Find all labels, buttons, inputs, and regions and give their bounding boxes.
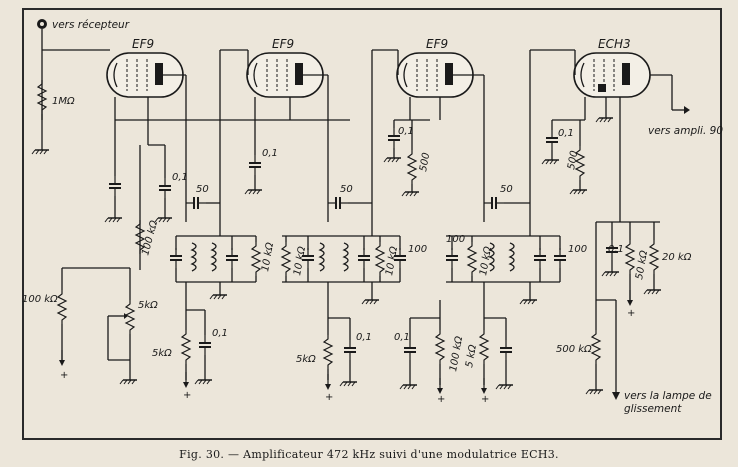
tube-label-4: ECH3: [598, 37, 631, 51]
label-r20k: 20 kΩ: [662, 252, 692, 263]
label-r10kc: 10 kΩ: [384, 245, 400, 276]
lamp-note-2: glissement: [624, 403, 682, 415]
tube-ef9-2: EF9 0,1: [219, 37, 329, 222]
coupling-stage-3: 50 100 10 kΩ 100: [445, 184, 587, 405]
svg-text:+: +: [437, 394, 445, 405]
label-c01a: 0,1: [172, 172, 188, 183]
label-r100kc: 100 kΩ: [448, 335, 465, 372]
label-r500k: 500 kΩ: [556, 344, 592, 355]
tube-ech3: ECH3 vers ampli. 90 0,1 500: [529, 37, 723, 300]
label-r5ka: 5kΩ: [138, 300, 158, 311]
label-c01b: 0,1: [212, 328, 228, 339]
label-c100b: 100: [446, 234, 465, 245]
tube-label-1: EF9: [132, 37, 154, 51]
ech3-bias-network: 0,1 + 50 kΩ 20 kΩ 500 kΩ vers la lampe d…: [556, 221, 712, 415]
gain-control-network: + 100 kΩ 5kΩ: [22, 267, 158, 385]
label-r500a: 500: [418, 152, 432, 173]
tube-ef9-3: EF9 0,1 500: [371, 37, 485, 222]
label-c01g: 0,1: [558, 128, 574, 139]
label-c01f: 0,1: [394, 332, 410, 343]
label-c50c: 50: [500, 184, 513, 195]
label-c100c: 100: [568, 244, 587, 255]
tube-label-3: EF9: [426, 37, 448, 51]
figure-caption: Fig. 30. — Amplificateur 472 kHz suivi d…: [179, 448, 559, 461]
label-c01d: 0,1: [356, 332, 372, 343]
label-r100ka: 100 kΩ: [140, 219, 160, 257]
label-r100kb: 100 kΩ: [22, 294, 58, 305]
bias-stage-3: 0,1 + 100 kΩ: [394, 300, 465, 405]
input-note: vers récepteur: [52, 19, 130, 31]
input-terminal: vers récepteur 1MΩ: [31, 19, 130, 155]
svg-text:+: +: [627, 308, 635, 319]
label-r5kb: 5kΩ: [152, 348, 172, 359]
coupling-stage-1: 50 10 kΩ + 5kΩ: [152, 184, 276, 401]
label-r50k: 50 kΩ: [634, 249, 650, 280]
label-r5kd: 5 kΩ: [464, 344, 479, 369]
label-r10kb: 10 kΩ: [292, 245, 308, 276]
label-r10kd: 10 kΩ: [478, 245, 494, 276]
output-note: vers ampli. 90: [648, 125, 723, 137]
svg-text:+: +: [183, 390, 191, 401]
svg-text:+: +: [60, 370, 68, 381]
label-c50b: 50: [340, 184, 353, 195]
svg-text:+: +: [325, 392, 333, 403]
label-r5kc: 5kΩ: [296, 354, 316, 365]
label-r500b: 500: [566, 150, 580, 171]
label-c01e: 0,1: [398, 126, 414, 137]
lamp-note: vers la lampe de: [624, 390, 712, 402]
label-c01c: 0,1: [262, 148, 278, 159]
tube-label-2: EF9: [272, 37, 294, 51]
label-c01h: 0,1: [608, 244, 624, 255]
svg-text:+: +: [481, 394, 489, 405]
coupling-stage-2: 50 10 kΩ 10 kΩ 100: [281, 184, 427, 403]
label-c100a: 100: [408, 244, 427, 255]
label-r10ka: 10 kΩ: [260, 241, 276, 272]
schematic-frame: [22, 8, 722, 440]
label-r1M: 1MΩ: [52, 96, 75, 107]
label-c50a: 50: [196, 184, 209, 195]
